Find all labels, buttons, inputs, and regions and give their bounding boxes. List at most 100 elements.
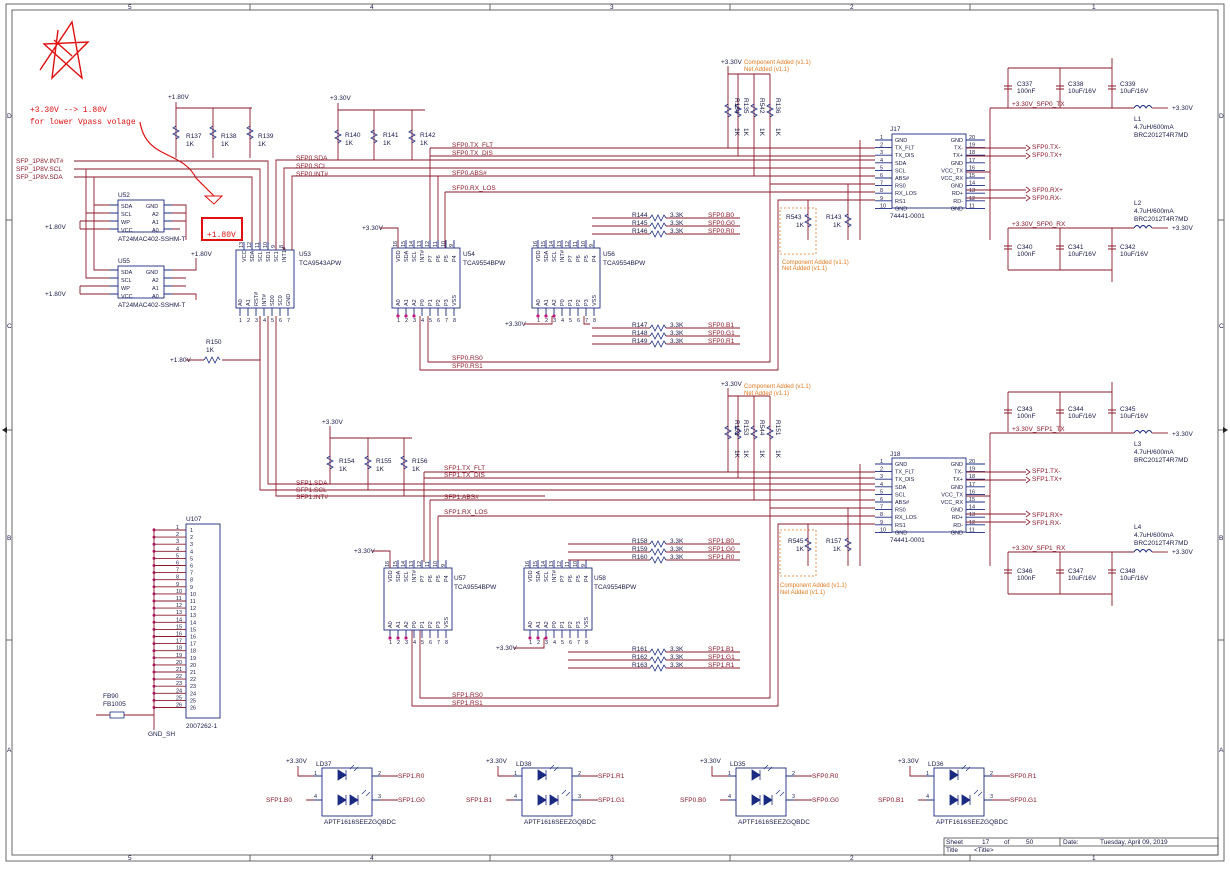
u54-pins-pin-bot: A2	[412, 299, 418, 306]
j17-pins-pin-right: VCC_RX	[941, 176, 964, 182]
row-label-a: A	[7, 747, 12, 754]
j18-pins-pin-right: GND	[951, 462, 963, 468]
u56-pins-pinnum-bot: 4	[561, 318, 564, 324]
u53-pinnum-top: 12	[247, 242, 253, 248]
u58-pins-pinnum-bot: 7	[577, 640, 580, 646]
col-label-5-bottom: 5	[128, 855, 132, 862]
row-label-b-right: B	[1219, 535, 1223, 542]
u56-pins-pinnum-bot: 2	[545, 318, 548, 324]
j18-pins-pin-left: GND	[895, 462, 907, 468]
u107-pinnum: 15	[176, 624, 182, 630]
c348-val: 10uF/16V	[1120, 575, 1149, 582]
u52-pin-gnd: GND	[146, 204, 158, 210]
net-sfp1-sda: SFP1.SDA	[296, 480, 328, 487]
j18-pins-pin-left: TX_FLT	[895, 470, 915, 476]
u53-pinnum-top: 8	[279, 245, 285, 248]
led-pin1: 1	[728, 771, 731, 777]
row-label-c-right: C	[1219, 323, 1224, 330]
c344-ref: C344	[1068, 406, 1084, 413]
c338-val: 10uF/16V	[1068, 88, 1097, 95]
j18-pins-pinnum-right: 16	[969, 489, 975, 495]
u58-pins-pin-bot: A2	[544, 621, 550, 628]
led-net-c: SFP0.G0	[812, 797, 839, 804]
u107-pinnum: 12	[176, 603, 182, 609]
u57-ref: U57	[454, 575, 466, 582]
u56-pins-pin-bot: P3	[584, 299, 590, 306]
u107-pinnum: 4	[176, 546, 179, 552]
u107-pin: 14	[190, 620, 196, 626]
u58-pins-pinnum-top: 10	[573, 561, 579, 567]
j18-pins-pin-right: RD-	[953, 523, 963, 529]
u57-pins-pin-top: VDD	[388, 570, 394, 582]
u54-ref: U54	[463, 251, 475, 258]
j18-pins-pinnum-left: 1	[880, 459, 883, 465]
rnet-val: 3.3K	[670, 338, 684, 345]
u58-pins-pin-top: P7	[560, 575, 566, 582]
u107-pinnum: 1	[176, 525, 179, 531]
net-sfp1-tx-flt: SFP1.TX_FLT	[444, 465, 485, 472]
pullup-1v8-net: +1.80V	[168, 94, 189, 101]
annotation-line1: +3.30V --> 1.80V	[30, 106, 107, 115]
net-sfp0-txp: SFP0.TX+	[1032, 152, 1062, 159]
u107-pinnum: 25	[176, 695, 182, 701]
u58-a-net: +3.30V	[496, 645, 517, 652]
c343-ref: C343	[1017, 406, 1033, 413]
u56-pins-pin-bot: A0	[536, 299, 542, 306]
col-label-2: 2	[850, 4, 854, 11]
r150-val: 1K	[206, 347, 215, 354]
u56-pins-pin-bot: VSS	[592, 295, 598, 306]
r143-val: 1K	[833, 222, 842, 229]
r154-val: 1K	[339, 466, 348, 473]
j18-pins-pin-right: TX-	[954, 470, 963, 476]
led-net-c: SFP0.G1	[1010, 797, 1037, 804]
c345-val: 10uF/16V	[1120, 413, 1149, 420]
note-comp-added-mid: Component Added (v1.1)	[782, 260, 849, 266]
c346-ref: C346	[1017, 568, 1033, 575]
u58-pins-pin-top: P5	[576, 575, 582, 582]
u57-pins-pin-top: P7	[420, 575, 426, 582]
u56-pins-pinnum-top: 11	[573, 241, 579, 247]
u58-pins-pinnum-top: 13	[549, 561, 555, 567]
led-vcc-net: +3.30V	[486, 758, 507, 765]
gpio-u54: U54 TCA9554BPW VDD16A01SDA15A12SCL14A23I…	[362, 225, 506, 324]
net-sfp1-rs1: SFP1.RS1	[452, 700, 483, 707]
u56-pins-pin-top: VDD	[536, 250, 542, 262]
u55-pin-a1: A1	[152, 286, 159, 292]
u57-pins-pin-bot: P2	[428, 621, 434, 628]
row-label-d-right: D	[1219, 113, 1224, 120]
u54-pins-pinnum-top: 12	[425, 241, 431, 247]
j17-pins-pin-left: RX_LOS	[895, 191, 917, 197]
col-label-5: 5	[128, 4, 132, 11]
u57-pins-pinnum-bot: 3	[405, 640, 408, 646]
u54-pins-pin-bot: VSS	[452, 295, 458, 306]
r544-val: 1K	[758, 450, 765, 459]
r137-val: 1K	[186, 141, 195, 148]
u56-pins-pinnum-top: 16	[533, 241, 539, 247]
u107-pin: 23	[190, 684, 196, 690]
note-comp-added-top: Component Added (v1.1)	[744, 60, 811, 66]
c344-val: 10uF/16V	[1068, 413, 1097, 420]
r544-ref: R544	[758, 420, 765, 436]
j17-pins-pinnum-right: 16	[969, 165, 975, 171]
u53-pin-sd1: SD1	[266, 251, 272, 262]
u53-pin-int1: INT1#	[282, 246, 288, 262]
led-pin3: 3	[990, 794, 993, 800]
u54-pins-pinnum-bot: 8	[453, 318, 456, 324]
net-sfp0-rs1: SFP0.RS1	[452, 363, 483, 370]
r545-val: 1K	[796, 546, 805, 553]
j17-pins-pinnum-right: 13	[969, 188, 975, 194]
note-net-added-3: Net Added (v1.1)	[780, 590, 825, 596]
u107-pinnum: 6	[176, 561, 179, 567]
j17-pins-pinnum-right: 17	[969, 158, 975, 164]
u53-pinnum-bot: 2	[247, 318, 250, 324]
u107-pin: 2	[190, 535, 193, 541]
u58-pins-pin-bot: P0	[552, 621, 558, 628]
u58-pins-pin-top: SDA	[536, 570, 542, 582]
u53-pin-rst: RST#	[254, 291, 260, 306]
rnet-val: 3.3K	[670, 538, 684, 545]
u57-pins-pinnum-top: 11	[425, 561, 431, 567]
l4-part: BRC2012T4R7MD	[1134, 540, 1188, 547]
